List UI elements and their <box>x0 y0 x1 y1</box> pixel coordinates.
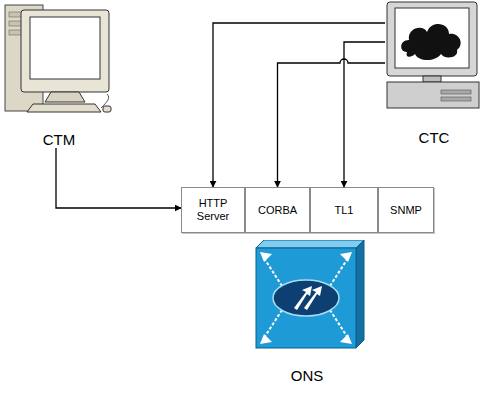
protocol-label: HTTP Server <box>187 197 239 223</box>
device-icon <box>3 2 115 120</box>
device-label: CTC <box>385 129 483 146</box>
computer-node: CTC <box>385 0 483 146</box>
device-icon <box>244 240 370 352</box>
network-element-node: ONS <box>244 240 370 384</box>
protocol-box: HTTP Server <box>181 187 245 233</box>
device-label: ONS <box>244 367 370 384</box>
protocol-box: CORBA <box>245 187 310 233</box>
connector-arrow <box>344 42 385 187</box>
protocol-box: SNMP <box>378 187 434 233</box>
device-label: CTM <box>3 131 115 148</box>
protocol-label: TL1 <box>335 204 354 217</box>
connector-arrow <box>213 23 385 187</box>
computer-node: CTM <box>3 2 115 148</box>
connector-arrow <box>56 148 181 208</box>
protocol-label: CORBA <box>258 204 297 217</box>
protocol-label: SNMP <box>390 204 422 217</box>
device-icon <box>385 0 483 112</box>
connector-arrow <box>278 59 386 187</box>
protocol-box: TL1 <box>310 187 378 233</box>
